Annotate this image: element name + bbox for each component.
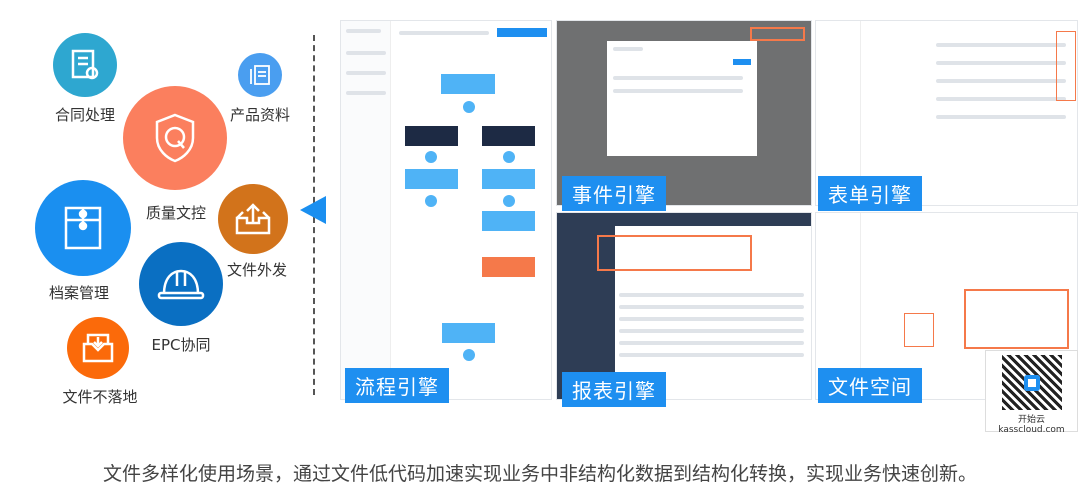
qr-code[interactable] (1001, 355, 1062, 410)
feature-outbound (218, 184, 288, 254)
feature-no-landing (67, 317, 129, 379)
feature-quality (123, 86, 227, 190)
event-engine-screenshot (556, 20, 812, 206)
feature-no-landing-label: 文件不落地 (62, 388, 138, 406)
outbox-icon (235, 203, 271, 235)
feature-quality-label: 质量文控 (145, 204, 207, 222)
feature-epc (139, 242, 223, 326)
documents-icon (250, 65, 270, 85)
feature-archive-label: 档案管理 (48, 284, 110, 302)
feature-epc-label: EPC协同 (151, 336, 211, 354)
form-engine-label: 表单引擎 (818, 176, 922, 211)
report-engine-screenshot (556, 212, 812, 400)
arrow-left-icon (300, 196, 326, 224)
feature-contract (53, 33, 117, 97)
qr-code-card: 开始云 kasscloud.com (985, 350, 1078, 435)
report-engine-label: 报表引擎 (562, 372, 666, 407)
workflow-engine-screenshot (340, 20, 552, 400)
workflow-engine-label: 流程引擎 (345, 368, 449, 403)
feature-outbound-label: 文件外发 (226, 261, 288, 279)
feature-contract-label: 合同处理 (54, 106, 116, 124)
helmet-icon (157, 269, 205, 300)
file-space-label: 文件空间 (818, 368, 922, 403)
archive-box-icon (64, 206, 102, 250)
feature-product-docs-label: 产品资料 (229, 106, 291, 124)
form-engine-screenshot (815, 20, 1078, 206)
caption: 文件多样化使用场景，通过文件低代码加速实现业务中非结构化数据到结构化转换，实现业… (102, 463, 977, 485)
contract-icon (71, 49, 99, 80)
download-tray-icon (82, 333, 114, 363)
brand-name: 开始云 (1017, 415, 1045, 425)
feature-product-docs (238, 53, 282, 97)
feature-archive (35, 180, 131, 276)
website: kasscloud.com (998, 425, 1065, 435)
event-engine-label: 事件引擎 (562, 176, 666, 211)
quality-shield-icon (155, 113, 195, 163)
